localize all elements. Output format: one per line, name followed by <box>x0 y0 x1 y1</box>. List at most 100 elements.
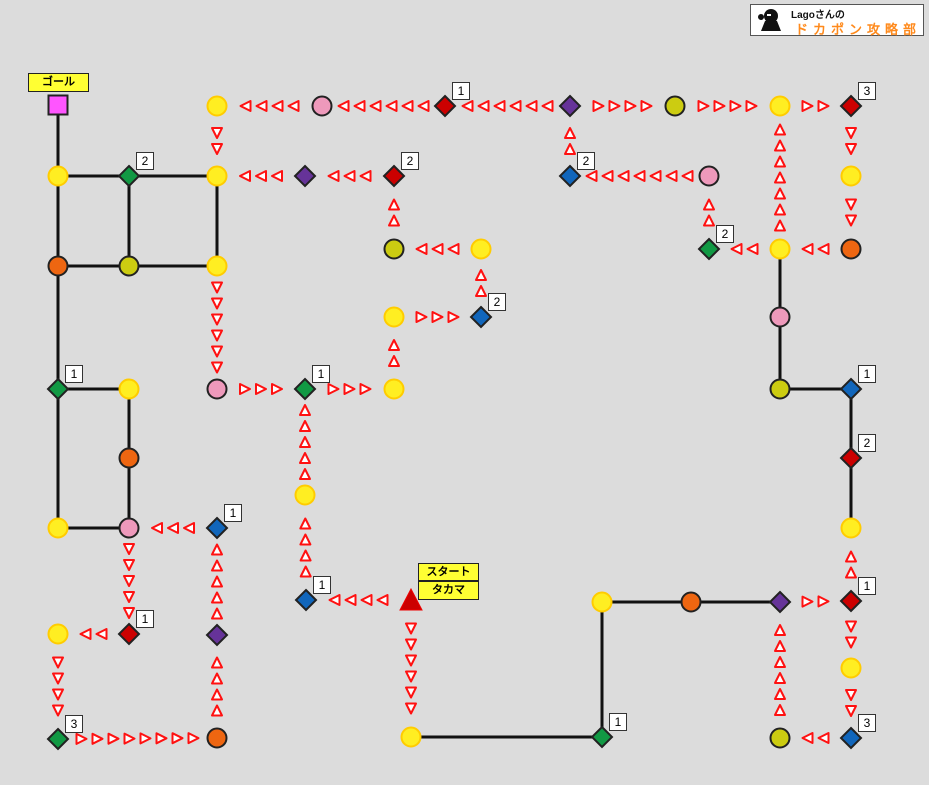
arrow-left-icon <box>239 100 252 112</box>
space-pink-n37[interactable] <box>769 306 791 328</box>
arrow-up-icon <box>211 543 223 556</box>
space-yellow-n44[interactable] <box>294 484 316 506</box>
arrow-down-icon <box>405 638 417 651</box>
space-yellow-n35[interactable] <box>383 306 405 328</box>
space-red-n24[interactable] <box>839 94 863 118</box>
space-blue-n12[interactable] <box>205 516 229 540</box>
space-blue-n42[interactable] <box>839 377 863 401</box>
space-yellow-n53[interactable] <box>400 726 422 748</box>
space-green-n16[interactable] <box>46 727 70 751</box>
space-green-n39[interactable] <box>293 377 317 401</box>
space-yellow-n14[interactable] <box>47 623 69 645</box>
space-yellow-n1[interactable] <box>47 165 69 187</box>
space-pink-n28[interactable] <box>698 165 720 187</box>
goal-space-icon[interactable] <box>47 94 69 116</box>
arrow-left-icon <box>617 170 630 182</box>
arrow-right-icon <box>91 732 104 745</box>
arrow-up-icon <box>774 171 786 184</box>
space-badge: 2 <box>577 152 595 170</box>
space-olive-n41[interactable] <box>769 378 791 400</box>
space-orange-n34[interactable] <box>840 238 862 260</box>
arrow-down-icon <box>845 198 857 211</box>
arrow-down-icon <box>211 345 223 358</box>
space-purple-n21[interactable] <box>558 94 582 118</box>
space-pink-n11[interactable] <box>118 517 140 539</box>
arrow-left-icon <box>255 100 268 112</box>
space-yellow-n23[interactable] <box>769 95 791 117</box>
arrow-left-icon <box>431 243 444 255</box>
space-yellow-n52[interactable] <box>840 657 862 679</box>
arrow-right-icon <box>624 100 637 112</box>
arrow-up-icon <box>774 704 786 716</box>
space-yellow-n45[interactable] <box>840 517 862 539</box>
space-purple-n50[interactable] <box>768 590 792 614</box>
space-blue-n27[interactable] <box>558 164 582 188</box>
logo-text-small: Lagoさんの <box>791 10 845 21</box>
space-yellow-n6[interactable] <box>206 255 228 277</box>
space-blue-n56[interactable] <box>839 726 863 750</box>
arrow-up-icon <box>845 566 857 579</box>
space-badge: 1 <box>858 577 876 595</box>
arrow-right-icon <box>123 732 136 745</box>
arrow-down-icon <box>845 620 857 633</box>
space-pink-n19[interactable] <box>311 95 333 117</box>
arrow-left-icon <box>327 170 340 182</box>
arrow-up-icon <box>211 672 223 685</box>
arrow-left-icon <box>359 170 372 182</box>
arrow-down-icon <box>845 127 857 139</box>
arrow-down-icon <box>211 127 223 139</box>
space-orange-n17[interactable] <box>206 727 228 749</box>
space-purple-n25[interactable] <box>293 164 317 188</box>
space-yellow-n31[interactable] <box>470 238 492 260</box>
space-yellow-n18[interactable] <box>206 95 228 117</box>
arrow-up-icon <box>774 123 786 136</box>
arrow-down-icon <box>211 143 223 155</box>
arrow-left-icon <box>801 243 814 255</box>
arrow-up-icon <box>211 607 223 620</box>
space-green-n2[interactable] <box>117 164 141 188</box>
arrow-left-icon <box>801 732 814 744</box>
space-red-n51[interactable] <box>839 589 863 613</box>
space-green-n32[interactable] <box>697 237 721 261</box>
arrow-left-icon <box>239 170 251 182</box>
space-yellow-n10[interactable] <box>47 517 69 539</box>
arrow-up-icon <box>388 355 400 367</box>
mascot-icon <box>758 9 781 31</box>
arrow-right-icon <box>713 100 726 112</box>
space-olive-n55[interactable] <box>769 727 791 749</box>
space-red-n26[interactable] <box>382 164 406 188</box>
space-orange-n49[interactable] <box>680 591 702 613</box>
space-orange-n4[interactable] <box>47 255 69 277</box>
player-marker-icon[interactable] <box>399 587 423 611</box>
space-yellow-n48[interactable] <box>591 591 613 613</box>
space-blue-n46[interactable] <box>294 588 318 612</box>
space-yellow-n3[interactable] <box>206 165 228 187</box>
arrow-down-icon <box>845 214 857 227</box>
space-red-n13[interactable] <box>117 622 141 646</box>
arrow-down-icon <box>211 281 223 294</box>
arrow-right-icon <box>139 732 152 745</box>
space-yellow-n33[interactable] <box>769 238 791 260</box>
space-yellow-n40[interactable] <box>383 378 405 400</box>
arrow-left-icon <box>817 732 830 744</box>
space-green-n54[interactable] <box>590 725 614 749</box>
space-orange-n9[interactable] <box>118 447 140 469</box>
space-red-n20[interactable] <box>433 94 457 118</box>
space-yellow-n8[interactable] <box>118 378 140 400</box>
space-olive-n22[interactable] <box>664 95 686 117</box>
space-green-n7[interactable] <box>46 377 70 401</box>
arrow-up-icon <box>299 565 312 578</box>
arrow-right-icon <box>447 311 460 323</box>
space-blue-n36[interactable] <box>469 305 493 329</box>
arrow-right-icon <box>592 100 605 112</box>
space-olive-n5[interactable] <box>118 255 140 277</box>
space-pink-n38[interactable] <box>206 378 228 400</box>
space-red-n43[interactable] <box>839 446 863 470</box>
space-olive-n30[interactable] <box>383 238 405 260</box>
space-badge: 2 <box>401 152 419 170</box>
arrow-left-icon <box>369 100 382 112</box>
arrow-left-icon <box>447 243 460 255</box>
space-yellow-n29[interactable] <box>840 165 862 187</box>
space-purple-n15[interactable] <box>205 623 229 647</box>
arrow-left-icon <box>746 243 759 255</box>
